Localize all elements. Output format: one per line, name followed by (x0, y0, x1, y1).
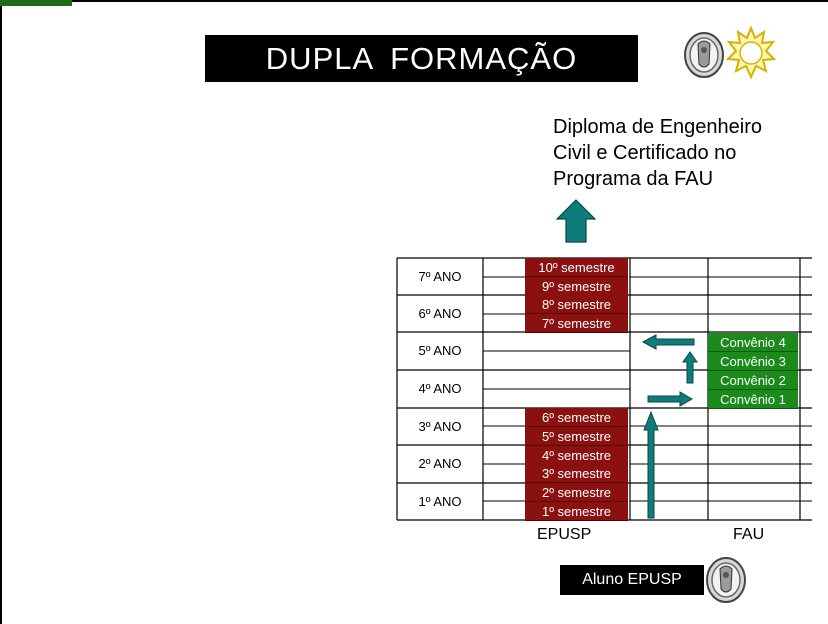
epusp-semester-cell: 8º semestre (525, 295, 628, 314)
column-label-epusp: EPUSP (537, 526, 592, 543)
year-label: 6º ANO (418, 306, 462, 321)
fau-progress-arrow (682, 351, 698, 384)
to-fau-arrow (647, 391, 693, 407)
return-epusp-arrow (641, 334, 695, 350)
fau-convenio-cell: Convênio 4 (708, 333, 798, 352)
epusp-semester-cell: 9º semestre (525, 277, 628, 296)
sun-seal-icon (726, 26, 776, 80)
epusp-semester-cell: 10º semestre (525, 258, 628, 277)
result-line: Programa da FAU (553, 168, 714, 190)
fau-convenio-cell: Convênio 1 (708, 390, 798, 409)
epusp-semester-cell: 4º semestre (525, 446, 628, 465)
fau-convenio-cell: Convênio 2 (708, 371, 798, 390)
year-label: 2º ANO (418, 456, 462, 471)
fau-convenio-cell: Convênio 3 (708, 352, 798, 371)
epusp-semester-cell: 1º semestre (525, 502, 628, 521)
corner-accent (0, 0, 72, 6)
year-label: 4º ANO (418, 381, 462, 396)
aluno-label: Aluno EPUSP (560, 565, 704, 595)
year-label: 1º ANO (418, 494, 462, 509)
progress-up-arrow (643, 410, 659, 519)
slide-border-top (0, 0, 828, 2)
epusp-semester-cell: 6º semestre (525, 408, 628, 427)
university-seal-icon (684, 32, 724, 78)
diploma-arrow (555, 199, 597, 243)
year-label: 3º ANO (418, 419, 462, 434)
epusp-semester-cell: 5º semestre (525, 427, 628, 446)
column-label-fau: FAU (733, 526, 765, 543)
university-seal-icon (706, 557, 746, 603)
year-label: 7º ANO (418, 269, 462, 284)
slide-border-left (0, 0, 2, 624)
result-line: Civil e Certificado no (553, 142, 737, 164)
result-line: Diploma de Engenheiro (553, 116, 763, 138)
year-label: 5º ANO (418, 343, 462, 358)
slide-title: DUPLA FORMAÇÃO (205, 35, 638, 82)
epusp-semester-cell: 3º semestre (525, 464, 628, 483)
epusp-semester-cell: 7º semestre (525, 314, 628, 333)
epusp-semester-cell: 2º semestre (525, 483, 628, 502)
result-text: Diploma de Engenheiro Civil e Certificad… (553, 114, 823, 192)
